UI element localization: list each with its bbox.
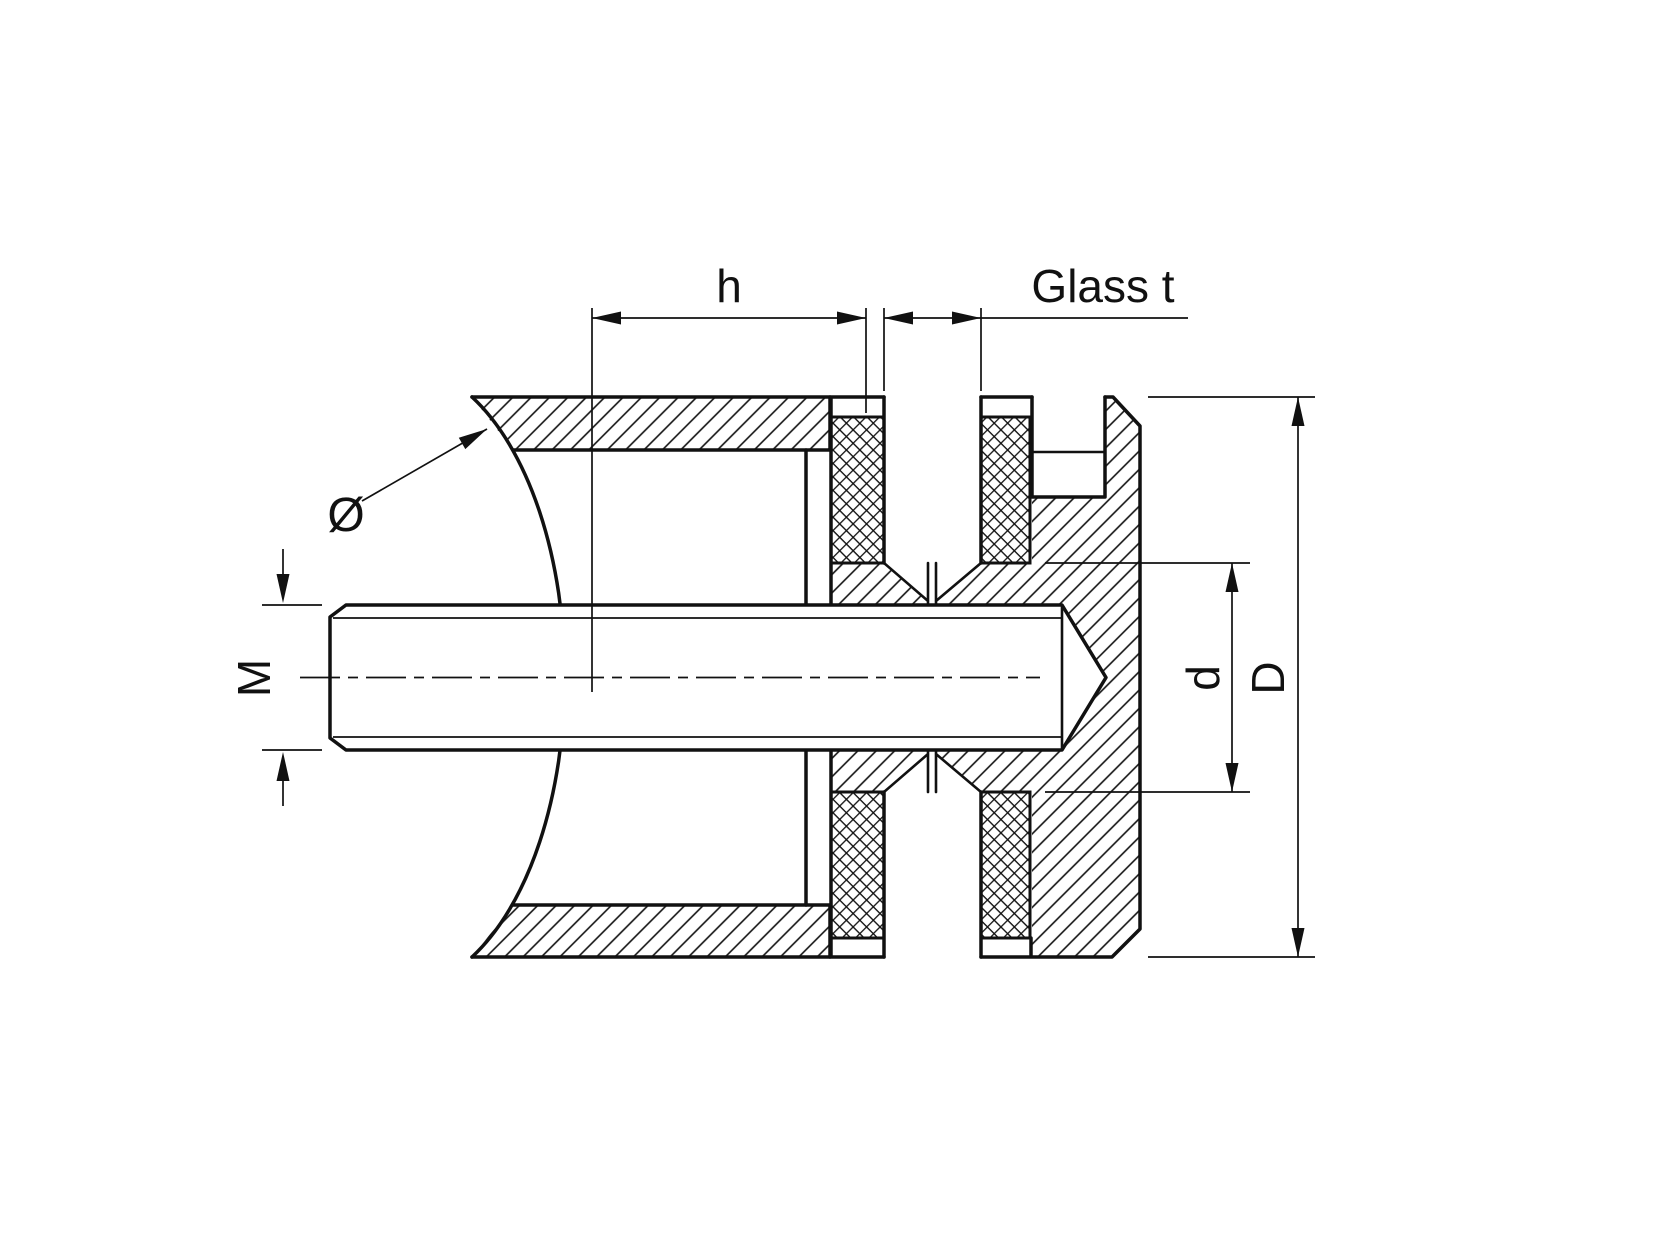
- label-outer-d: D: [1242, 661, 1294, 694]
- dim-glass-t-extension-lines: [883, 308, 982, 391]
- dim-h-extension-lines: [591, 308, 867, 692]
- dim-d-extension-lines: [1045, 562, 1250, 793]
- dim-m-extension-ticks: [262, 604, 322, 751]
- body-disc-hatch-top: [1032, 397, 1140, 563]
- post-section: [470, 395, 832, 959]
- body-disc-hatch-bottom: [1032, 792, 1140, 957]
- dim-m-arrow-bottom: [276, 752, 290, 781]
- body-hatch-top-left: [831, 563, 928, 605]
- socket-recess-outline: [1030, 395, 1107, 499]
- dim-outer-d-arrow-bottom: [1291, 928, 1305, 957]
- gasket-top-right: [979, 415, 1032, 565]
- dimension-d: d: [1045, 562, 1250, 793]
- gasket-top-left: [829, 415, 886, 565]
- dim-h-arrow-left: [592, 311, 621, 325]
- post-wall-bottom-hatch: [472, 905, 830, 957]
- dimension-outer-d: D: [1148, 396, 1315, 958]
- dim-m-arrow-top: [276, 574, 290, 603]
- stud-thread-core-lines: [333, 617, 1062, 738]
- label-d: d: [1177, 665, 1229, 691]
- rubber-gaskets: [829, 415, 1032, 940]
- label-m: M: [228, 659, 280, 697]
- label-h: h: [716, 260, 742, 312]
- label-glass-t: Glass t: [1031, 260, 1174, 312]
- body-hatch-behind-stud: [1062, 605, 1140, 750]
- diameter-leader: Ø: [327, 428, 488, 542]
- dim-outer-d-extension-lines: [1148, 396, 1315, 958]
- dimension-m: M: [228, 549, 322, 806]
- clamp-body: [828, 395, 1142, 959]
- dimension-h: h: [591, 260, 867, 692]
- dim-d-arrow-bottom: [1225, 763, 1239, 792]
- dim-d-arrow-top: [1225, 563, 1239, 592]
- diameter-leader-arrow: [458, 429, 487, 450]
- body-hatch-bottom-right: [936, 750, 1140, 792]
- glass-slot-chamfers-and-gap: [882, 561, 983, 794]
- body-hatch-top-right: [936, 563, 1140, 605]
- label-diameter-symbol: Ø: [327, 489, 364, 542]
- dim-outer-d-arrow-top: [1291, 397, 1305, 426]
- gasket-bottom-left: [829, 790, 886, 940]
- post-wall-top-hatch: [472, 397, 830, 450]
- dim-glass-t-arrow-right: [952, 311, 981, 325]
- gasket-bottom-right: [979, 790, 1032, 940]
- dim-h-arrow-right: [837, 311, 866, 325]
- body-hatch-bottom-left: [831, 750, 928, 792]
- dim-glass-t-arrow-left: [884, 311, 913, 325]
- dimension-glass-t: Glass t: [883, 260, 1188, 391]
